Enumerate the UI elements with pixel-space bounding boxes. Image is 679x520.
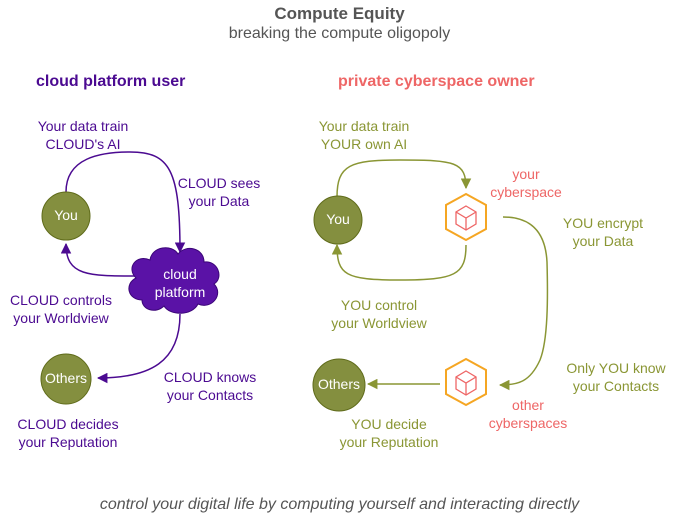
left-sees-line-1: CLOUD sees xyxy=(177,175,261,191)
left-knows-label: CLOUD knows your Contacts xyxy=(150,368,270,404)
right-you-node xyxy=(313,195,363,245)
left-controls-line-2: your Worldview xyxy=(13,310,109,327)
left-you-node xyxy=(41,191,91,241)
your-cyberspace-line-1: your xyxy=(512,166,540,182)
other-cyberspaces-icon xyxy=(445,357,487,407)
cloud-platform-node xyxy=(128,247,220,314)
edge-you-to-your-cyberspace xyxy=(336,159,472,198)
right-heading: private cyberspace owner xyxy=(338,73,535,90)
left-train-label: Your data train CLOUD's AI xyxy=(22,117,144,153)
right-know-line-2: your Contacts xyxy=(572,378,660,395)
your-cyberspace-icon xyxy=(445,192,487,242)
your-cyberspace-label: your cyberspace xyxy=(476,165,576,201)
left-train-line-1: Your data train xyxy=(37,118,129,134)
page-title: Compute Equity xyxy=(274,4,405,23)
your-cyberspace-line-2: cyberspace xyxy=(490,184,562,201)
page-subtitle: breaking the compute oligopoly xyxy=(228,25,451,42)
right-know-label: Only YOU know your Contacts xyxy=(555,359,677,395)
right-control-line-1: YOU control xyxy=(340,297,418,313)
right-encrypt-line-1: YOU encrypt xyxy=(562,215,644,231)
left-decides-label: CLOUD decides your Reputation xyxy=(6,415,130,451)
other-cyberspaces-line-1: other xyxy=(512,397,544,413)
left-knows-line-2: your Contacts xyxy=(166,387,254,404)
right-train-line-2: YOUR own AI xyxy=(320,136,408,153)
right-decide-line-1: YOU decide xyxy=(351,416,427,432)
left-others-node xyxy=(40,353,92,405)
right-others-node xyxy=(312,358,366,412)
footer-caption: control your digital life by computing y… xyxy=(99,496,580,513)
cloud-label-line-1: cloud xyxy=(163,266,197,282)
right-decide-label: YOU decide your Reputation xyxy=(326,415,452,451)
left-decides-line-2: your Reputation xyxy=(18,434,118,451)
right-others-label: Others xyxy=(317,376,360,392)
right-decide-line-2: your Reputation xyxy=(339,434,439,451)
edge-cloud-to-others xyxy=(96,313,181,384)
edge-you-to-cloud xyxy=(65,151,186,254)
other-cyberspaces-line-2: cyberspaces xyxy=(488,415,568,432)
right-train-line-1: Your data train xyxy=(318,118,410,134)
edge-your-cyberspace-to-you xyxy=(331,243,467,281)
left-others-label: Others xyxy=(44,370,87,386)
right-control-label: YOU control your Worldview xyxy=(318,296,440,332)
other-cyberspaces-label: other cyberspaces xyxy=(480,396,576,432)
left-controls-line-1: CLOUD controls xyxy=(10,292,112,308)
left-controls-label: CLOUD controls your Worldview xyxy=(0,291,122,327)
right-encrypt-label: YOU encrypt your Data xyxy=(548,214,658,250)
cloud-label-line-2: platform xyxy=(154,283,206,300)
left-train-line-2: CLOUD's AI xyxy=(45,136,121,153)
cloud-platform-label: cloud platform xyxy=(140,266,220,301)
right-train-label: Your data train YOUR own AI xyxy=(300,117,428,153)
left-heading: cloud platform user xyxy=(36,73,186,90)
right-you-label: You xyxy=(326,211,350,227)
edge-your-cyberspace-to-other-cyberspaces xyxy=(498,216,549,391)
left-you-label: You xyxy=(54,207,78,223)
right-encrypt-line-2: your Data xyxy=(572,233,634,250)
right-know-line-1: Only YOU know xyxy=(566,360,666,376)
left-sees-line-2: your Data xyxy=(188,193,250,210)
left-sees-label: CLOUD sees your Data xyxy=(164,174,274,210)
left-decides-line-1: CLOUD decides xyxy=(17,416,119,432)
right-control-line-2: your Worldview xyxy=(331,315,427,332)
left-knows-line-1: CLOUD knows xyxy=(163,369,257,385)
edge-cloud-to-you xyxy=(60,242,138,277)
